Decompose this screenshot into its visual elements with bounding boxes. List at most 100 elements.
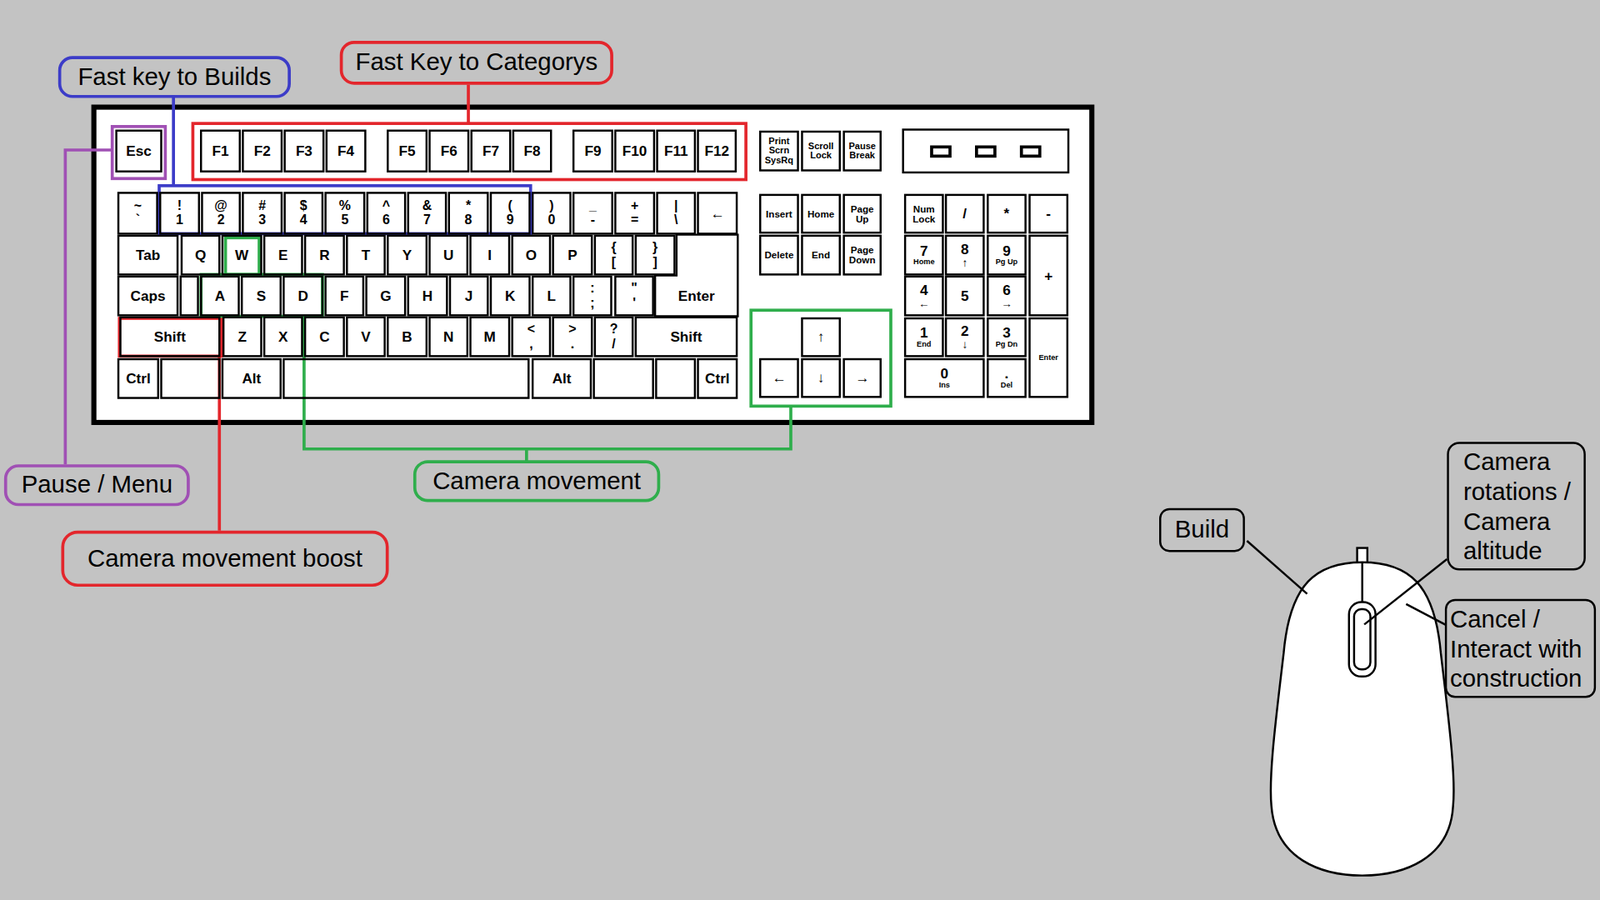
key-label: 3 [1002, 325, 1011, 341]
key-label: ^ [382, 199, 390, 214]
key-label: 4 [920, 282, 929, 298]
callout-text: Fast key to Builds [77, 62, 271, 92]
keyboard-key: Print Scrn SysRq [759, 130, 800, 172]
key-label: F6 [440, 143, 458, 159]
keyboard-key: P [551, 235, 593, 276]
key-label: ← [771, 370, 786, 386]
keyboard-key: Alt [531, 358, 592, 400]
key-label: Pg Up [995, 258, 1019, 267]
keyboard-key: F6 [428, 130, 470, 173]
keyboard-key: 0Ins [904, 358, 985, 399]
keyboard-key: ↓ [800, 358, 841, 399]
keyboard-key: 7Home [904, 235, 945, 276]
key-label: G [380, 288, 391, 304]
keyboard-key: U [428, 235, 469, 276]
key-label: / [962, 206, 967, 222]
keyboard-key [160, 358, 220, 400]
mouse-wheel-housing [1349, 601, 1376, 676]
keyboard-key: ← [696, 191, 738, 235]
keyboard-key: *8 [448, 191, 490, 235]
keyboard-key: Page Down [842, 235, 882, 276]
keyboard-key: 4← [904, 275, 945, 317]
key-label: # [258, 199, 266, 214]
mouse-body [1270, 562, 1455, 876]
key-label: 2 [960, 324, 970, 340]
keyboard-key: K [490, 275, 531, 317]
key-label: → [1000, 297, 1012, 310]
mouse-button-divider [1360, 563, 1363, 603]
key-label: ( [508, 199, 513, 214]
leader-line [1405, 604, 1449, 627]
callout-text: Pause / Menu [21, 470, 173, 500]
key-label: ] [652, 255, 657, 270]
keyboard-key: )0 [531, 191, 572, 235]
asd-keys-highlight [200, 274, 323, 316]
keyboard-key: <, [510, 316, 551, 358]
keyboard-key: F3 [283, 130, 325, 173]
callout-text: Camera movement [432, 466, 641, 496]
key-label: F [340, 288, 349, 304]
key-label: = [630, 213, 639, 228]
keyboard-key: 2↓ [945, 317, 985, 358]
key-label: Caps [130, 288, 166, 304]
key-label: 0 [547, 213, 555, 228]
key-label: Alt [552, 370, 572, 386]
key-label: Tab [135, 247, 160, 263]
key-label: End [916, 340, 931, 350]
keyboard-key: 1End [904, 317, 945, 358]
key-label: W [235, 247, 249, 263]
keyboard-key: &7 [407, 191, 448, 235]
keyboard-key: S [240, 275, 282, 317]
key-label: Shift [670, 329, 702, 345]
keyboard-key: Alt [221, 358, 282, 400]
key-label: ← [918, 297, 930, 310]
keyboard-key: H [407, 275, 449, 317]
keyboard-key: Ctrl [696, 358, 738, 400]
key-label: L [547, 288, 556, 304]
callout-box: Fast Key to Categorys [340, 40, 614, 85]
keyboard-key: * [986, 194, 1027, 235]
key-label: ! [177, 199, 182, 214]
lock-light [1021, 146, 1040, 156]
keyboard-key: Scroll Lock [800, 130, 841, 172]
key-label: F1 [211, 143, 229, 159]
keyboard-key: V [345, 316, 386, 358]
keyboard-key: End [800, 235, 841, 276]
keyboard-key: → [842, 358, 882, 399]
key-label: ↓ [817, 370, 825, 386]
key-label: } [652, 240, 658, 255]
key-label: B [401, 329, 412, 345]
key-label: Home [807, 208, 835, 219]
key-label: Num Lock [910, 203, 939, 224]
callout-box: Build [1159, 508, 1245, 553]
leader-line [65, 150, 112, 465]
keyboard-key: F10 [614, 130, 655, 173]
key-label: Print Scrn SysRq [764, 136, 795, 166]
keyboard-key: |\ [655, 191, 696, 235]
key-label: ; [590, 295, 595, 310]
key-label: Z [238, 329, 247, 345]
key-label: F12 [704, 143, 730, 159]
keyboard-key: I [469, 235, 510, 276]
keyboard-body [94, 107, 1093, 423]
keyboard-key: M [469, 316, 510, 358]
keyboard-key: C [304, 316, 345, 358]
keyboard-key: 5 [945, 275, 985, 317]
key-label: 9 [506, 213, 515, 228]
key-label: ? [610, 322, 619, 337]
keyboard-key: F4 [325, 130, 367, 173]
key-label: 5 [960, 288, 970, 304]
function-keys-highlight [192, 123, 746, 180]
key-label: 6 [1002, 282, 1011, 298]
key-label: X [278, 329, 288, 345]
key-label: < [527, 322, 535, 337]
lock-indicator-panel [903, 130, 1069, 173]
key-label: - [590, 213, 595, 228]
key-label: F2 [254, 143, 271, 159]
callout-box: Camera rotations / Camera altitude [1446, 441, 1586, 570]
callout-text: Camera rotations / Camera altitude [1463, 446, 1581, 565]
key-label: ` [135, 213, 140, 228]
keyboard-key: %5 [324, 191, 365, 235]
key-label: ↑ [961, 256, 968, 269]
